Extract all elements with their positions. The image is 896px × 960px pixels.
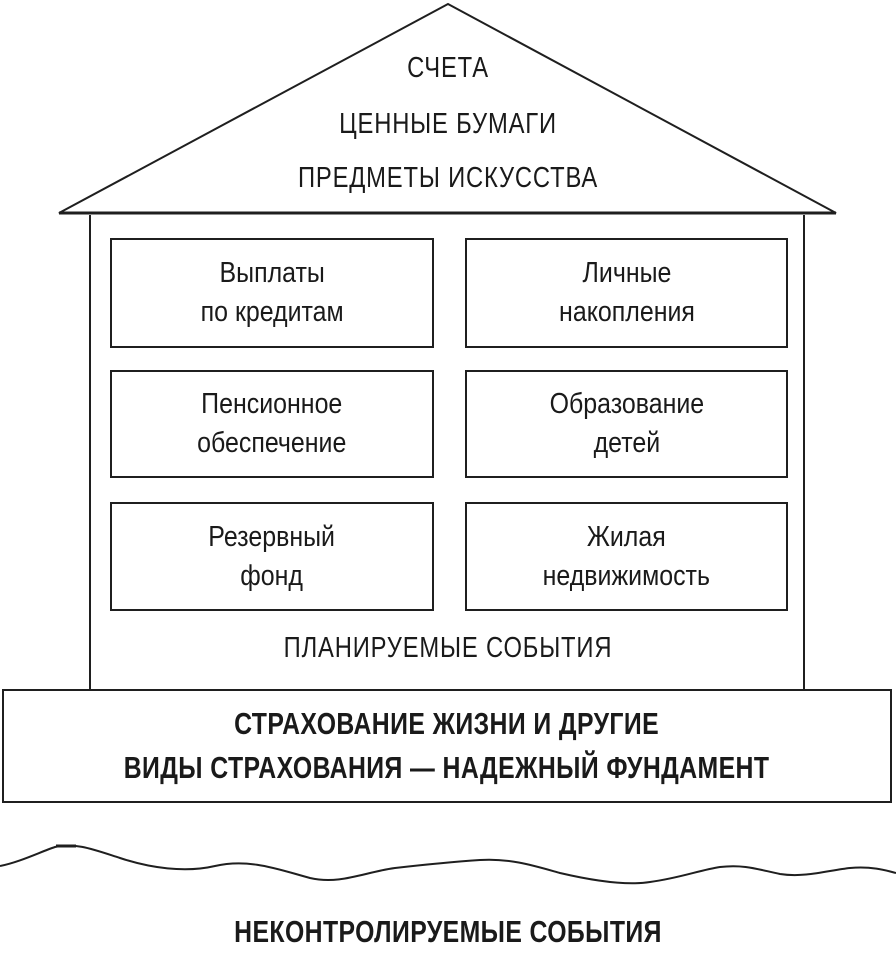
- foundation-box: СТРАХОВАНИЕ ЖИЗНИ И ДРУГИЕ ВИДЫ СТРАХОВА…: [2, 689, 892, 803]
- foundation-line-1: СТРАХОВАНИЕ ЖИЗНИ И ДРУГИЕ: [234, 706, 660, 741]
- ground-wave-line: [0, 844, 896, 885]
- roof-item-art: ПРЕДМЕТЫ ИСКУССТВА: [297, 162, 599, 194]
- room-children-education: Образование детей: [465, 370, 788, 478]
- room-label: Пенсионное обеспечение: [197, 388, 347, 459]
- room-pension: Пенсионное обеспечение: [110, 370, 434, 478]
- uncontrolled-events-label: НЕКОНТРОЛИРУЕМЫЕ СОБЫТИЯ: [234, 914, 662, 949]
- room-label: Личные накопления: [558, 257, 695, 328]
- roof-item-securities: ЦЕННЫЕ БУМАГИ: [339, 108, 557, 140]
- room-reserve-fund: Резервный фонд: [110, 502, 434, 611]
- roof-item-accounts: СЧЕТА: [407, 52, 489, 84]
- room-housing: Жилая недвижимость: [465, 502, 788, 611]
- foundation-line-2: ВИДЫ СТРАХОВАНИЯ — НАДЕЖНЫЙ ФУНДАМЕНТ: [124, 750, 770, 785]
- room-label: Жилая недвижимость: [542, 520, 711, 592]
- planned-events-label: ПЛАНИРУЕМЫЕ СОБЫТИЯ: [283, 632, 613, 664]
- room-label: Выплаты по кредитам: [200, 257, 344, 328]
- room-loan-payments: Выплаты по кредитам: [110, 238, 434, 348]
- room-label: Резервный фонд: [208, 520, 336, 592]
- room-personal-savings: Личные накопления: [465, 238, 788, 348]
- room-label: Образование детей: [549, 388, 704, 459]
